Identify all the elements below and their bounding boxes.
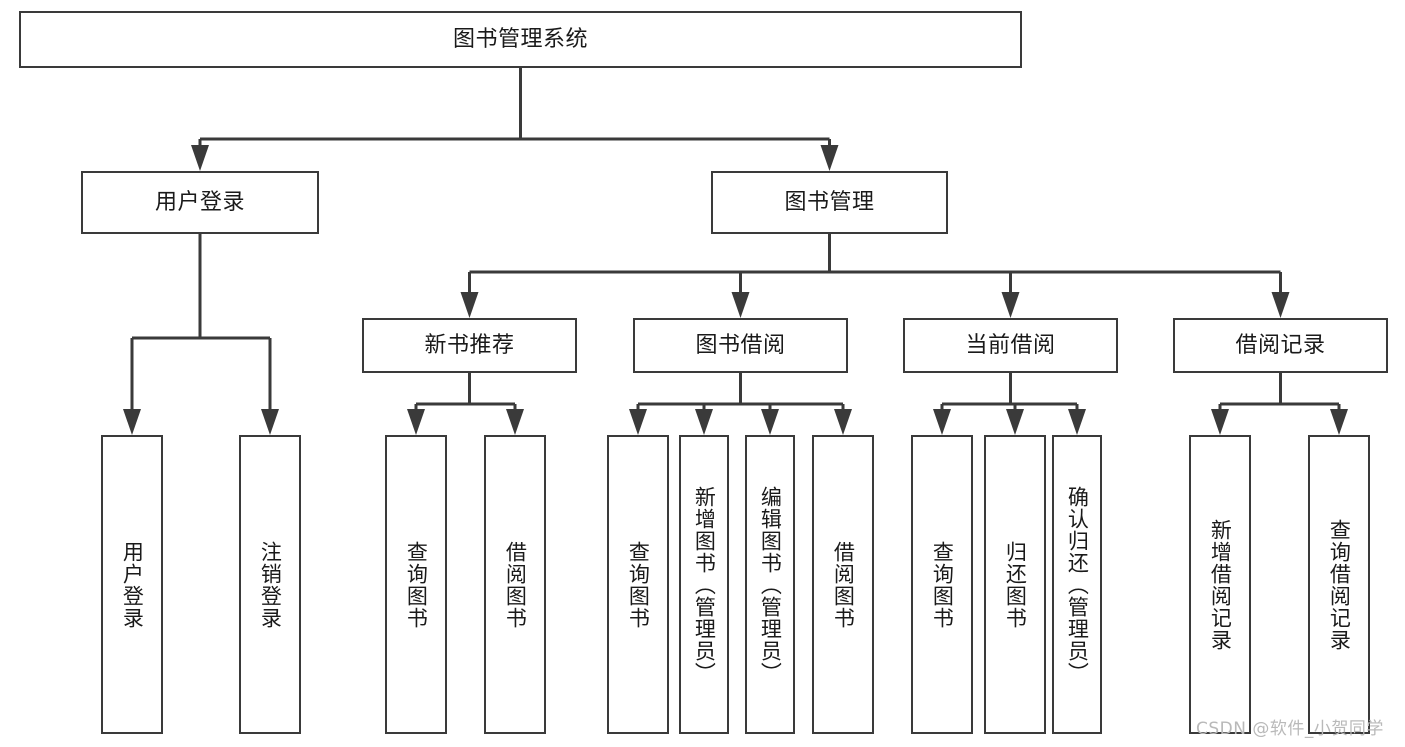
node-label-root: 图书管理系统 — [452, 26, 588, 52]
arrowhead-icon — [1001, 292, 1020, 318]
node-new-book-rec[interactable]: 新书推荐 — [362, 318, 577, 373]
node-borrow-record[interactable]: 借阅记录 — [1173, 318, 1388, 373]
node-leaf-logout[interactable]: 注销登录 — [239, 435, 301, 734]
node-label-new-book-rec: 新书推荐 — [424, 332, 515, 358]
arrowhead-icon — [761, 409, 779, 435]
node-label-leaf-user-login: 用户登录 — [120, 540, 145, 629]
node-label-leaf-logout: 注销登录 — [258, 540, 283, 629]
node-label-current-borrow: 当前借阅 — [965, 332, 1056, 358]
arrowhead-icon — [629, 409, 647, 435]
arrowhead-icon — [506, 409, 524, 435]
arrowhead-icon — [731, 292, 750, 318]
arrowhead-icon — [261, 409, 279, 435]
node-root[interactable]: 图书管理系统 — [19, 11, 1022, 68]
arrowhead-icon — [820, 145, 839, 171]
arrowhead-icon — [1330, 409, 1348, 435]
node-label-leaf-query-book-3: 查询图书 — [930, 540, 955, 629]
node-leaf-add-record[interactable]: 新增借阅记录 — [1189, 435, 1251, 734]
arrowhead-icon — [1211, 409, 1229, 435]
node-user-login[interactable]: 用户登录 — [81, 171, 319, 234]
node-label-leaf-return-book: 归还图书 — [1003, 540, 1028, 629]
node-leaf-user-login[interactable]: 用户登录 — [101, 435, 163, 734]
arrowhead-icon — [834, 409, 852, 435]
node-leaf-query-book-3[interactable]: 查询图书 — [911, 435, 973, 734]
node-book-manage[interactable]: 图书管理 — [711, 171, 948, 234]
node-label-leaf-query-book-2: 查询图书 — [626, 540, 651, 629]
node-label-leaf-edit-book: 编辑图书（管理员） — [758, 485, 783, 684]
arrowhead-icon — [191, 145, 209, 171]
node-leaf-borrow-book-1[interactable]: 借阅图书 — [484, 435, 546, 734]
node-current-borrow[interactable]: 当前借阅 — [903, 318, 1118, 373]
arrowhead-icon — [407, 409, 425, 435]
node-leaf-query-book-2[interactable]: 查询图书 — [607, 435, 669, 734]
arrowhead-icon — [1068, 409, 1086, 435]
arrowhead-icon — [933, 409, 951, 435]
node-leaf-edit-book[interactable]: 编辑图书（管理员） — [745, 435, 795, 734]
node-label-leaf-add-record: 新增借阅记录 — [1208, 518, 1233, 651]
node-label-leaf-add-book: 新增图书（管理员） — [692, 485, 717, 684]
arrowhead-icon — [695, 409, 713, 435]
node-label-leaf-borrow-book-1: 借阅图书 — [503, 540, 528, 629]
node-label-leaf-query-record: 查询借阅记录 — [1327, 518, 1352, 651]
node-label-leaf-query-book-1: 查询图书 — [404, 540, 429, 629]
node-label-leaf-borrow-book-2: 借阅图书 — [831, 540, 856, 629]
arrowhead-icon — [123, 409, 141, 435]
node-book-borrow[interactable]: 图书借阅 — [633, 318, 848, 373]
node-leaf-query-record[interactable]: 查询借阅记录 — [1308, 435, 1370, 734]
node-label-user-login: 用户登录 — [154, 189, 245, 215]
node-leaf-borrow-book-2[interactable]: 借阅图书 — [812, 435, 874, 734]
node-leaf-confirm-return[interactable]: 确认归还（管理员） — [1052, 435, 1102, 734]
node-leaf-query-book-1[interactable]: 查询图书 — [385, 435, 447, 734]
node-label-book-borrow: 图书借阅 — [695, 332, 786, 358]
node-label-book-manage: 图书管理 — [784, 189, 875, 215]
node-label-borrow-record: 借阅记录 — [1235, 332, 1326, 358]
arrowhead-icon — [460, 292, 479, 318]
node-leaf-add-book[interactable]: 新增图书（管理员） — [679, 435, 729, 734]
arrowhead-icon — [1006, 409, 1024, 435]
node-label-leaf-confirm-return: 确认归还（管理员） — [1065, 485, 1090, 684]
arrowhead-icon — [1271, 292, 1290, 318]
node-leaf-return-book[interactable]: 归还图书 — [984, 435, 1046, 734]
